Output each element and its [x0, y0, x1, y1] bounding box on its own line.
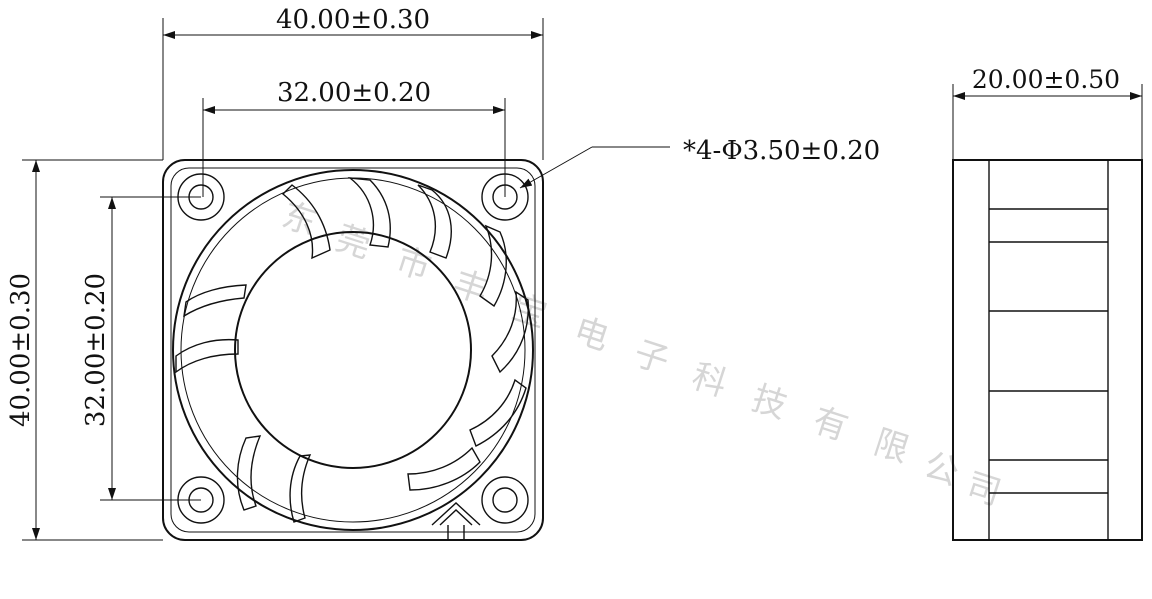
dim-overall-height-label: 40.00±0.30: [6, 273, 36, 427]
watermark-char: 电: [569, 310, 614, 359]
watermark-char: 莞: [331, 218, 376, 267]
dim-hole-pitch-width-label: 32.00±0.20: [277, 78, 431, 108]
watermark-char: 丰: [448, 263, 493, 312]
dim-hole-pitch-height-label: 32.00±0.20: [81, 273, 111, 427]
dim-overall-width: 40.00±0.30: [162, 5, 544, 160]
watermark-char: 有: [808, 400, 853, 449]
watermark-char: 技: [747, 378, 792, 427]
watermark-company-name: 东莞市丰宝电子科技有限公司: [277, 195, 1006, 514]
dim-thickness-label: 20.00±0.50: [972, 65, 1120, 94]
hole-spec-label: *4-Φ3.50±0.20: [683, 136, 880, 166]
dim-overall-height: 40.00±0.30: [6, 159, 163, 541]
side-view: 20.00±0.50: [952, 65, 1143, 541]
side-view-outline: [952, 159, 1143, 541]
airflow-direction-arrow-icon: [431, 502, 481, 540]
dim-overall-width-label: 40.00±0.30: [276, 5, 430, 35]
front-view: 40.00±0.30 32.00±0.20 40.00±0.30 32.00±0…: [6, 5, 880, 541]
fan-frame-outline: [162, 159, 544, 541]
mounting-hole-br-outer: [481, 476, 529, 524]
watermark-char: 子: [629, 333, 674, 382]
dim-hole-pitch-height: 32.00±0.20: [81, 196, 201, 501]
dim-thickness: 20.00±0.50: [952, 65, 1143, 160]
watermark-char: 限: [869, 422, 914, 471]
fan-venturi-outer: [172, 169, 534, 531]
fan-blades: [175, 177, 529, 523]
dim-hole-pitch-width: 32.00±0.20: [202, 78, 506, 197]
watermark-char: 科: [687, 356, 732, 405]
fan-frame-inner-outline: [170, 167, 536, 533]
watermark-char: 东: [277, 195, 322, 244]
hole-callout: *4-Φ3.50±0.20: [519, 136, 880, 189]
watermark-char: 公: [919, 445, 964, 494]
watermark-char: 司: [961, 465, 1006, 514]
mounting-hole-br-inner: [492, 487, 518, 513]
fan-hub: [234, 231, 472, 469]
